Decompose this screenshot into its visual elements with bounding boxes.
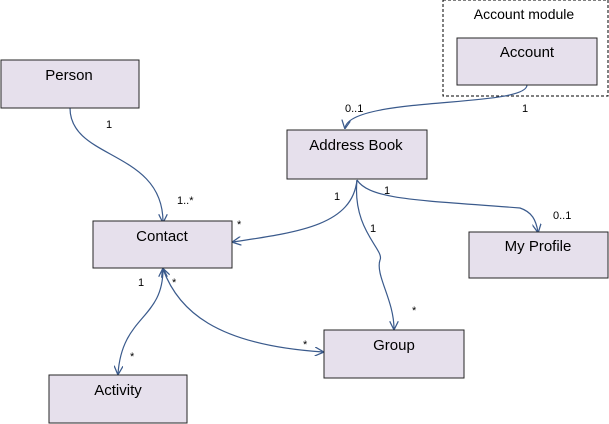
node-activity-box[interactable]	[48, 374, 188, 424]
node-contact-box[interactable]	[92, 220, 233, 269]
node-account[interactable]: Account	[456, 37, 598, 86]
mult-contact-activity-dst: *	[130, 351, 135, 363]
mult-contact-group-src: *	[172, 277, 177, 289]
edge-addressbook-group	[355, 179, 394, 329]
edge-account-addressbook	[345, 84, 528, 128]
node-contact[interactable]: Contact	[92, 220, 233, 269]
node-address-book[interactable]: Address Book	[286, 129, 428, 180]
multiplicities: 1 1..* 1 0..1 1 * 1 * 1 0..1 1 * * *	[106, 103, 571, 363]
node-group-label: Group	[373, 337, 415, 354]
mult-ab-profile-src: 1	[384, 185, 390, 197]
edges	[69, 84, 538, 374]
node-account-box[interactable]	[456, 37, 598, 86]
node-contact-label: Contact	[136, 228, 189, 245]
node-account-label: Account	[500, 44, 555, 61]
mult-ab-contact-dst: *	[237, 219, 242, 231]
edge-addressbook-myprofile	[356, 179, 538, 232]
account-module-title: Account module	[474, 6, 575, 22]
node-my-profile-box[interactable]	[468, 231, 609, 279]
edge-contact-group	[163, 269, 323, 352]
node-person-label: Person	[45, 67, 93, 84]
mult-contact-activity-src: 1	[138, 277, 144, 289]
mult-ab-group-dst: *	[412, 305, 417, 317]
edge-person-contact	[69, 107, 163, 222]
mult-ab-profile-dst: 0..1	[553, 210, 571, 222]
mult-account-ab-dst: 0..1	[345, 103, 363, 115]
node-address-book-box[interactable]	[286, 129, 428, 180]
node-my-profile-label: My Profile	[505, 238, 572, 255]
node-person[interactable]: Person	[0, 59, 140, 109]
mult-ab-contact-src: 1	[334, 191, 340, 203]
node-activity[interactable]: Activity	[48, 374, 188, 424]
node-group[interactable]: Group	[323, 329, 465, 379]
mult-person-contact-src: 1	[106, 119, 112, 131]
mult-person-contact-dst: 1..*	[177, 195, 194, 207]
mult-ab-group-src: 1	[370, 223, 376, 235]
node-address-book-label: Address Book	[309, 137, 403, 154]
node-group-box[interactable]	[323, 329, 465, 379]
node-person-box[interactable]	[0, 59, 140, 109]
node-my-profile[interactable]: My Profile	[468, 231, 609, 279]
mult-account-ab-src: 1	[522, 103, 528, 115]
edge-addressbook-contact	[233, 179, 358, 242]
node-activity-label: Activity	[94, 382, 142, 399]
mult-contact-group-dst: *	[303, 339, 308, 351]
